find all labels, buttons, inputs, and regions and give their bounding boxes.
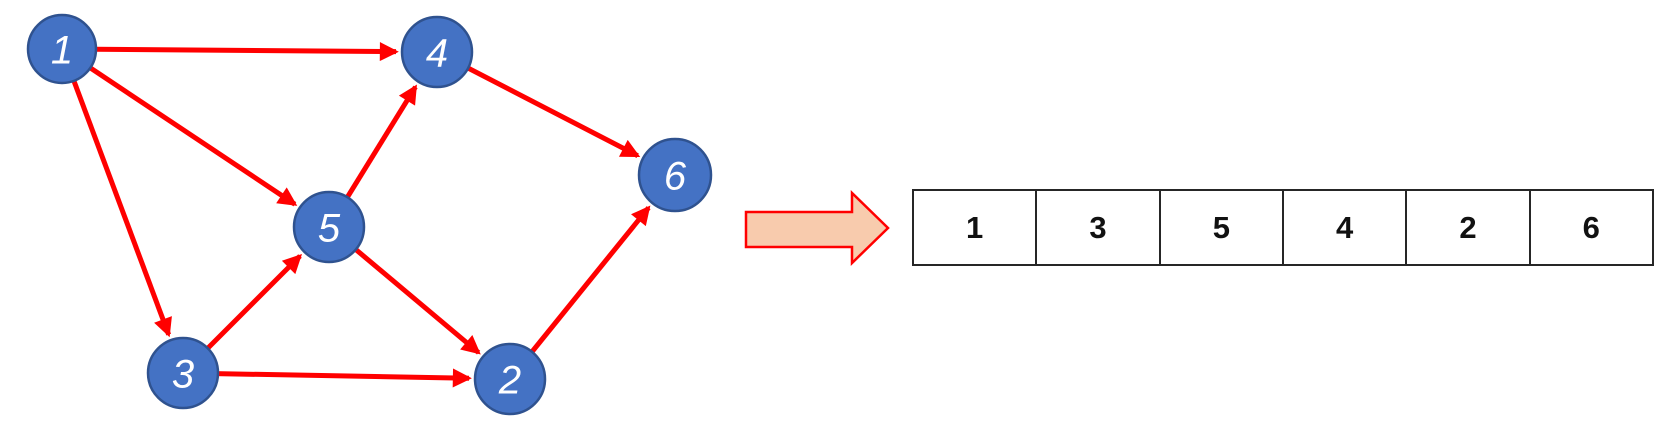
graph-node-label: 5 — [318, 206, 341, 250]
graph-node-circle — [292, 190, 366, 264]
nodes-layer: 1 4 6 5 3 2 — [26, 13, 713, 416]
graph-node-circle — [146, 336, 220, 410]
graph-node-circle — [400, 15, 474, 89]
order-cell-3: 4 — [1284, 191, 1408, 264]
graph-node-circle — [637, 137, 713, 213]
graph-node-1: 1 — [26, 13, 98, 85]
topological-order-table: 1 3 5 4 2 6 — [912, 189, 1654, 266]
graph-node-label: 3 — [172, 352, 194, 396]
graph-edge-2-6 — [508, 205, 651, 381]
graph-node-label: 2 — [498, 358, 521, 402]
graph-node-2: 2 — [473, 342, 547, 416]
graph-edge-4-6 — [435, 49, 641, 158]
order-cell-0: 1 — [914, 191, 1038, 264]
order-cell-2: 5 — [1161, 191, 1284, 264]
right-block-arrow-icon — [744, 190, 890, 266]
graph-node-circle — [473, 342, 547, 416]
graph-edge-1-5 — [60, 46, 298, 207]
graph-node-3: 3 — [146, 336, 220, 410]
order-cell-1: 3 — [1037, 191, 1161, 264]
order-cell-5: 6 — [1582, 209, 1600, 245]
graph-node-label: 6 — [664, 154, 687, 198]
graph-edge-3-2 — [182, 368, 472, 388]
graph-node-label: 4 — [426, 31, 448, 75]
graph-node-5: 5 — [292, 190, 366, 264]
graph-edge-1-3 — [59, 48, 172, 338]
graph-node-4: 4 — [400, 15, 474, 89]
graph-edge-1-4 — [61, 42, 399, 62]
order-cell-4: 2 — [1407, 191, 1531, 264]
graph-node-6: 6 — [637, 137, 713, 213]
graph-node-label: 1 — [51, 28, 73, 72]
graph-node-circle — [26, 13, 98, 85]
